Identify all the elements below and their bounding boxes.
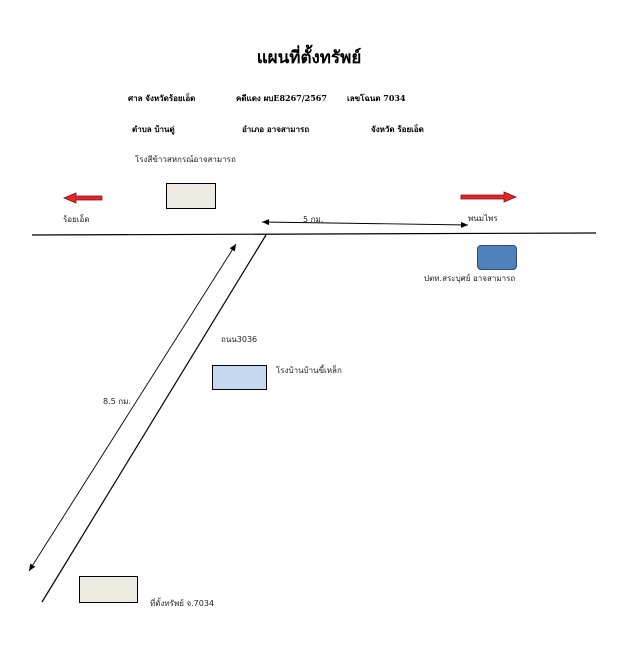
court-label: ศาล จังหวัดร้อยเอ็ด — [128, 93, 196, 103]
ice-factory-label: โรงบ้านบ้านขี้เหล็ก — [276, 366, 342, 375]
police-station-label: ปตท.สระบุศย์ อาจสามารถ — [424, 274, 516, 283]
distance-road-arrow — [28, 243, 237, 572]
province-label: จังหวัด ร้อยเอ็ด — [371, 124, 424, 134]
property-label: ที่ตั้งทรัพย์ จ.7034 — [150, 599, 215, 608]
rice-mill-label: โรงสีข้าวสหกรณ์อาจสามารถ — [135, 155, 236, 164]
distance-road-label: 8.5 กม. — [103, 397, 131, 406]
subdistrict-label: ตำบล บ้านดู่ — [132, 124, 175, 134]
west-direction-arrow — [62, 192, 103, 204]
case-number-label: คดีแดง ผบE8267/2567 — [236, 93, 327, 103]
police-station-box — [477, 245, 517, 270]
rice-mill-box — [166, 183, 216, 209]
page-title: แผนที่ตั้งทรัพย์ — [256, 48, 362, 68]
distance-east-label: 5 กม. — [303, 215, 324, 224]
deed-number-label: เลขโฉนด 7034 — [347, 93, 406, 103]
ice-factory-box — [212, 365, 267, 390]
east-direction-arrow — [460, 191, 518, 203]
district-label: อำเภอ อาจสามารถ — [242, 124, 310, 134]
main-road-line — [31, 232, 597, 236]
road-label: ถนน3036 — [221, 335, 258, 344]
east-direction-label: พนมไพร — [468, 214, 498, 223]
distance-east-arrow — [261, 219, 469, 228]
property-box — [79, 576, 138, 603]
west-direction-label: ร้อยเอ็ด — [63, 215, 90, 224]
road-3036-line — [41, 234, 267, 603]
